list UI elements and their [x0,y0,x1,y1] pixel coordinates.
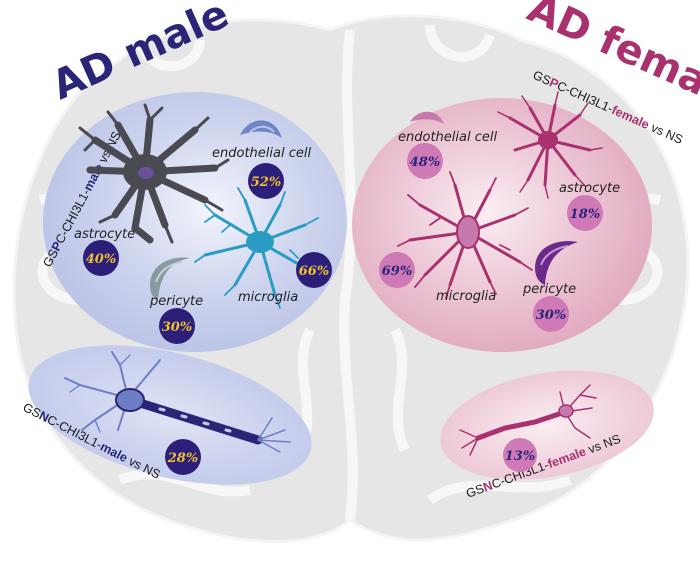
pct-male-neuron: 28% [167,451,198,466]
female-glia-ellipse [352,98,652,352]
endothelial-female-icon [410,111,444,124]
microglia-male-icon [194,187,319,309]
neuron-male-icon [64,351,291,453]
label-male-pericyte: pericyte [149,294,203,309]
label-male-endothelial: endothelial cell [212,146,311,161]
badge-male-astrocyte [83,240,119,276]
pct-female-microglia: 69% [382,264,412,279]
pct-female-astrocyte: 18% [570,207,600,222]
label-female-microglia: microglia [436,289,496,304]
pct-female-pericyte: 30% [536,308,566,323]
astrocyte-female-icon [497,91,603,199]
badge-male-microglia [296,252,332,288]
neuron-female-icon [459,384,597,456]
pct-female-endothelial: 48% [410,155,440,170]
pct-male-astrocyte: 40% [86,252,116,267]
badge-male-neuron [165,439,201,475]
badge-female-astrocyte [567,195,603,231]
pericyte-male-icon [150,257,190,300]
label-female-pericyte: pericyte [522,282,576,297]
endothelial-male-icon [240,120,282,138]
pericyte-female-icon [535,241,578,285]
badge-female-microglia [379,252,415,288]
badge-female-pericyte [533,296,569,332]
microglia-female-icon [397,171,533,299]
pct-male-endothelial: 52% [251,175,281,190]
pct-female-neuron: 13% [505,449,535,464]
female-neuron-ellipse [440,370,654,480]
badge-male-pericyte [159,308,195,344]
badge-female-endothelial [407,143,443,179]
label-female-endothelial: endothelial cell [398,130,497,145]
pct-male-microglia: 66% [299,264,329,279]
astrocyte-male-icon [78,103,230,244]
label-male-astrocyte: astrocyte [74,227,135,242]
pct-male-pericyte: 30% [162,320,192,335]
badge-female-neuron [503,438,537,472]
label-male-microglia: microglia [238,290,298,305]
badge-male-endothelial [248,163,284,199]
label-female-astrocyte: astrocyte [559,181,620,196]
